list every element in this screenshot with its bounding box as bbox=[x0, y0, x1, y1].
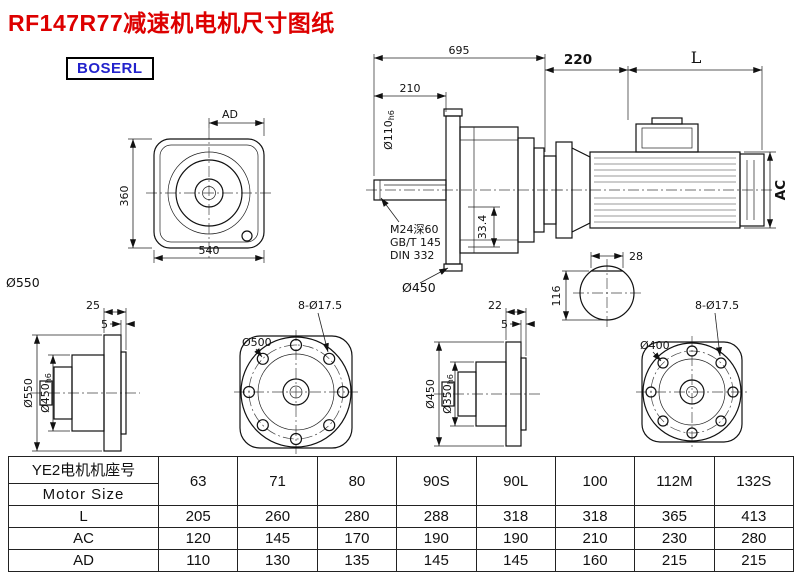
dim-5-small: 5 bbox=[501, 318, 508, 331]
row-label: AD bbox=[8, 549, 159, 572]
table-cell: 130 bbox=[237, 549, 318, 572]
dim-pilot-450: Ø450h6 bbox=[39, 373, 53, 413]
size-col: 80 bbox=[316, 456, 398, 506]
dim-flange-od-550: Ø550 bbox=[22, 378, 35, 408]
dim-22: 22 bbox=[488, 299, 502, 312]
dim-flange-od-450: Ø450 bbox=[424, 379, 437, 409]
table-cell: 160 bbox=[554, 549, 636, 572]
flange-side-view-small: 22 5 Ø450 Ø350h6 bbox=[424, 299, 540, 447]
table-cell: 205 bbox=[157, 505, 239, 528]
table-cell: 318 bbox=[475, 505, 556, 528]
dim-25: 25 bbox=[86, 299, 100, 312]
row-label: L bbox=[8, 505, 159, 528]
dim-220: 220 bbox=[564, 52, 592, 68]
brand-logo: BOSERL bbox=[66, 57, 154, 80]
size-col: 132S bbox=[713, 456, 795, 506]
technical-drawing-canvas: AD 360 540 Ø550 bbox=[6, 44, 789, 454]
tap-note-2: GB/T 145 bbox=[390, 236, 441, 249]
gearbox-front-view: AD 360 540 Ø550 bbox=[6, 108, 272, 290]
dim-360: 360 bbox=[118, 186, 131, 207]
dim-28: 28 bbox=[629, 250, 643, 263]
dim-side-flange-od: Ø450 bbox=[402, 280, 436, 295]
size-col: 71 bbox=[237, 456, 318, 506]
dim-ad: AD bbox=[222, 108, 238, 121]
flange-face-view-small: 8-Ø17.5 Ø400 bbox=[636, 299, 748, 448]
row-label: AC bbox=[8, 527, 159, 550]
table-row-AD: AD 110 130 135 145 145 160 215 215 bbox=[8, 549, 795, 572]
size-col: 112M bbox=[634, 456, 715, 506]
table-cell: 280 bbox=[713, 527, 795, 550]
table-cell: 110 bbox=[157, 549, 239, 572]
dim-pilot-350: Ø350h6 bbox=[441, 374, 455, 414]
table-cell: 145 bbox=[237, 527, 318, 550]
table-cell: 365 bbox=[634, 505, 715, 528]
size-col: 63 bbox=[157, 456, 239, 506]
table-row-AC: AC 120 145 170 190 190 210 230 280 bbox=[8, 527, 795, 550]
table-cell: 260 bbox=[237, 505, 318, 528]
table-cell: 210 bbox=[554, 527, 636, 550]
table-cell: 318 bbox=[554, 505, 636, 528]
table-cell: 413 bbox=[713, 505, 795, 528]
motor-size-header-en: Motor Size bbox=[42, 486, 125, 503]
table-cell: 190 bbox=[396, 527, 477, 550]
flange-side-view-large: 25 5 Ø550 Ø450h6 bbox=[22, 299, 140, 452]
dim-33-4: 33.4 bbox=[476, 215, 489, 240]
table-cell: 145 bbox=[396, 549, 477, 572]
page-title: RF147R77减速机电机尺寸图纸 bbox=[8, 10, 335, 36]
dim-5-large: 5 bbox=[101, 318, 108, 331]
dim-116: 116 bbox=[550, 286, 563, 307]
gearbox-side-view: 695 210 Ø110h6 M24深60 GB/T 145 DIN 332 3… bbox=[366, 44, 562, 295]
dim-695: 695 bbox=[449, 44, 470, 57]
table-cell: 215 bbox=[713, 549, 795, 572]
table-header-row: YE2电机机座号 Motor Size 63 71 80 90S 90L 100… bbox=[8, 456, 795, 506]
table-cell: 230 bbox=[634, 527, 715, 550]
table-cell: 280 bbox=[316, 505, 398, 528]
motor-size-header-cell: YE2电机机座号 Motor Size bbox=[8, 456, 159, 506]
dim-shaft-diameter: Ø110h6 bbox=[382, 110, 396, 150]
dim-AC: AC bbox=[773, 180, 789, 200]
table-cell: 145 bbox=[475, 549, 556, 572]
table-cell: 170 bbox=[316, 527, 398, 550]
table-cell: 288 bbox=[396, 505, 477, 528]
motor-size-header-cn: YE2电机机座号 bbox=[9, 457, 158, 484]
tap-note-3: DIN 332 bbox=[390, 249, 434, 262]
flange-face-view-large: 8-Ø17.5 Ø500 bbox=[234, 299, 358, 454]
table-row-L: L 205 260 280 288 318 318 365 413 bbox=[8, 505, 795, 528]
tap-note-1: M24深60 bbox=[390, 223, 439, 236]
dim-bolt-circle-500: Ø500 bbox=[242, 336, 272, 349]
dim-front-flange-od: Ø550 bbox=[6, 275, 40, 290]
table-cell: 190 bbox=[475, 527, 556, 550]
size-col: 90S bbox=[396, 456, 477, 506]
dim-bolt-holes-small: 8-Ø17.5 bbox=[695, 299, 739, 312]
table-cell: 135 bbox=[316, 549, 398, 572]
table-cell: 215 bbox=[634, 549, 715, 572]
dim-bolt-holes-large: 8-Ø17.5 bbox=[298, 299, 342, 312]
size-col: 100 bbox=[554, 456, 636, 506]
table-cell: 120 bbox=[157, 527, 239, 550]
dim-L: L bbox=[691, 48, 702, 67]
motor-view: 220 L AC bbox=[545, 48, 789, 239]
dim-210: 210 bbox=[400, 82, 421, 95]
dim-540: 540 bbox=[199, 244, 220, 257]
shaft-section-view: 28 116 bbox=[550, 250, 643, 329]
dim-bolt-circle-400: Ø400 bbox=[640, 339, 670, 352]
motor-size-table: YE2电机机座号 Motor Size 63 71 80 90S 90L 100… bbox=[8, 456, 795, 572]
size-col: 90L bbox=[475, 456, 556, 506]
